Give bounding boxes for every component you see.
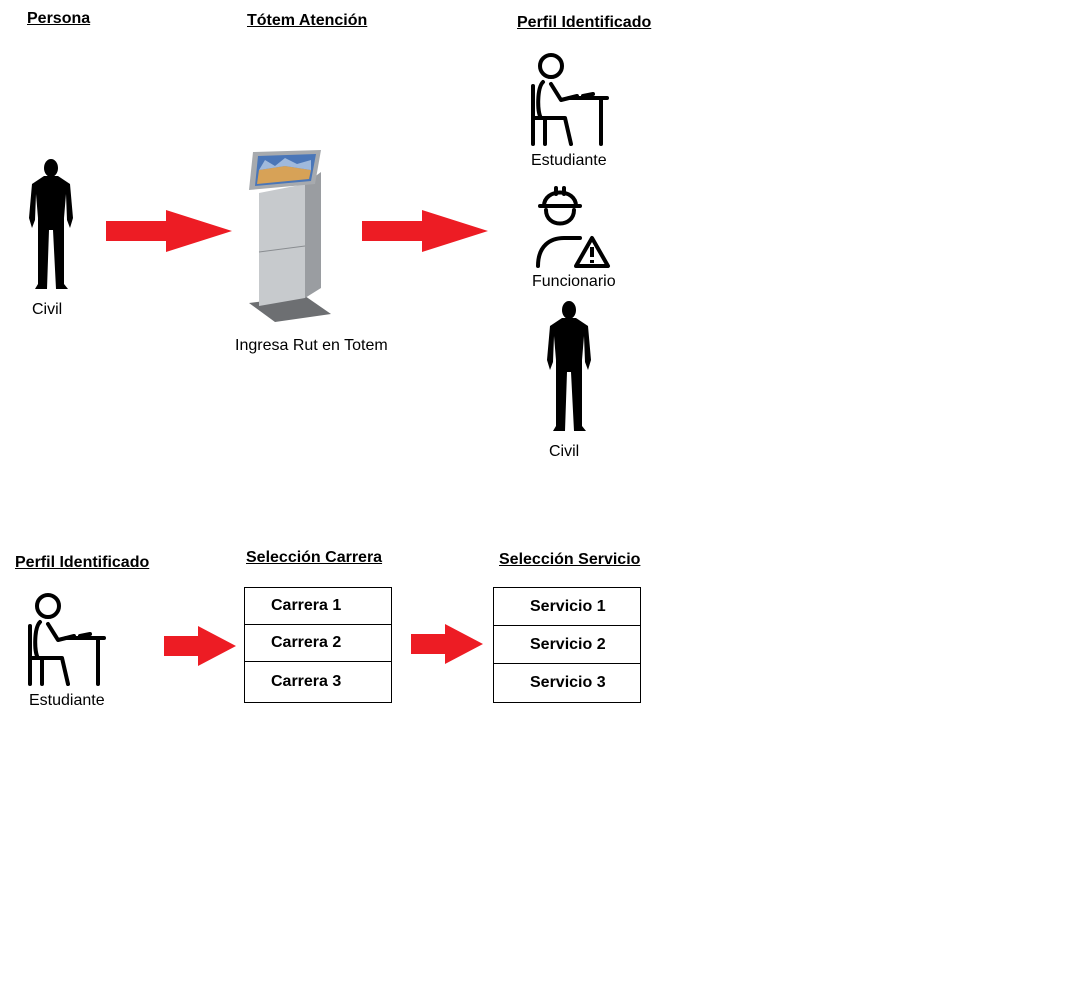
caption-estudiante-top: Estudiante [531, 152, 607, 169]
carrera-list: Carrera 1 Carrera 2 Carrera 3 [244, 587, 392, 703]
servicio-option-1[interactable]: Servicio 1 [494, 588, 640, 626]
carrera-option-3[interactable]: Carrera 3 [271, 673, 342, 690]
flow-arrow-1 [106, 210, 232, 252]
flow-arrow-3 [164, 626, 236, 666]
student-desk-icon [28, 593, 106, 686]
servicio-option-3[interactable]: Servicio 3 [530, 674, 606, 691]
flow-arrow-4 [411, 624, 483, 664]
carrera-option-2[interactable]: Carrera 2 [245, 625, 391, 662]
flow-arrow-2 [362, 210, 488, 252]
heading-seleccion-servicio: Selección Servicio [499, 551, 641, 568]
heading-perfil-identificado-bottom: Perfil Identificado [15, 554, 150, 571]
person-silhouette-icon [29, 159, 73, 289]
heading-perfil-identificado: Perfil Identificado [517, 14, 652, 31]
caption-totem: Ingresa Rut en Totem [235, 337, 388, 354]
heading-totem: Tótem Atención [247, 12, 368, 29]
caption-civil-right: Civil [549, 443, 580, 460]
kiosk-icon [249, 150, 331, 322]
servicio-list: Servicio 1 Servicio 2 Servicio 3 [493, 587, 641, 703]
worker-helmet-warning-icon [536, 186, 610, 268]
person-silhouette-icon [547, 301, 591, 431]
caption-funcionario: Funcionario [532, 273, 616, 290]
heading-seleccion-carrera: Selección Carrera [246, 549, 383, 566]
carrera-option-1[interactable]: Carrera 1 [245, 588, 391, 625]
caption-civil-left: Civil [32, 301, 63, 318]
servicio-option-2[interactable]: Servicio 2 [494, 626, 640, 664]
caption-estudiante-bottom: Estudiante [29, 692, 105, 709]
heading-persona: Persona [27, 10, 91, 27]
student-desk-icon [531, 53, 609, 146]
